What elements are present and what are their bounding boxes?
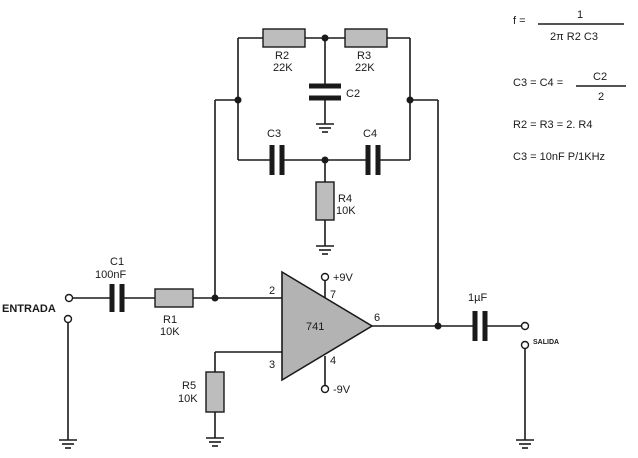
label-r4: R4	[338, 193, 352, 205]
input-ground-terminal	[63, 314, 73, 324]
vneg-terminal	[320, 384, 330, 394]
opamp-triangle	[281, 270, 374, 382]
ground-icon-r4	[316, 245, 334, 255]
label-pin3: 3	[269, 359, 275, 371]
label-c2: C2	[346, 88, 360, 100]
eq-f-denominator: 2π R2 C3	[550, 31, 598, 43]
capacitor-c1	[109, 284, 125, 312]
ground-icon-r5	[206, 437, 224, 447]
wires	[67, 37, 526, 440]
label-vpos: +9V	[333, 272, 354, 284]
eq-c-denominator: 2	[598, 91, 604, 103]
eq-c-numerator: C2	[593, 71, 607, 83]
output-terminal	[520, 321, 530, 331]
eq-c3-value: C3 = 10nF P/1KHz	[513, 151, 605, 163]
label-c4: C4	[363, 128, 377, 140]
capacitor-c3	[269, 145, 285, 175]
label-c3: C3	[267, 128, 281, 140]
terminals	[63, 272, 530, 394]
label-output: SALIDA	[533, 339, 559, 346]
ground-icon-c2	[316, 123, 334, 133]
label-input: ENTRADA	[2, 303, 56, 315]
capacitor-output	[472, 311, 488, 341]
input-terminal	[64, 293, 74, 303]
resistor-r5	[205, 371, 225, 413]
resistor-r4	[315, 181, 335, 221]
label-c1-value: 100nF	[95, 269, 126, 281]
label-opamp: 741	[306, 321, 324, 333]
label-r5: R5	[182, 380, 196, 392]
output-ground-terminal	[520, 340, 530, 350]
ground-icon-output	[516, 439, 534, 449]
label-r2-value: 22K	[273, 62, 293, 74]
design-equations: f = 1 2π R2 C3 C3 = C4 = C2 2 R2 = R3 = …	[513, 9, 626, 163]
eq-c-lhs: C3 = C4 =	[513, 77, 563, 89]
label-r4-value: 10K	[336, 205, 356, 217]
label-r1: R1	[163, 314, 177, 326]
label-cout-value: 1µF	[468, 292, 487, 304]
label-r2: R2	[275, 50, 289, 62]
label-r5-value: 10K	[178, 393, 198, 405]
resistor-r3	[344, 28, 388, 48]
resistor-r2	[262, 28, 306, 48]
capacitor-c4	[365, 145, 381, 175]
label-r3: R3	[357, 50, 371, 62]
label-c1: C1	[110, 256, 124, 268]
ground-icon-input	[59, 439, 77, 449]
label-pin6: 6	[374, 312, 380, 324]
junctions	[211, 34, 442, 330]
capacitor-c2	[309, 83, 341, 101]
label-vneg: -9V	[333, 384, 351, 396]
eq-r-relation: R2 = R3 = 2. R4	[513, 119, 593, 131]
resistor-r1	[154, 288, 194, 308]
label-pin2: 2	[269, 285, 275, 297]
label-pin7: 7	[330, 289, 336, 301]
eq-f-lhs: f =	[513, 15, 526, 27]
label-pin4: 4	[330, 355, 336, 367]
label-r1-value: 10K	[160, 326, 180, 338]
label-r3-value: 22K	[355, 62, 375, 74]
vpos-terminal	[320, 272, 330, 282]
eq-f-numerator: 1	[577, 9, 583, 21]
